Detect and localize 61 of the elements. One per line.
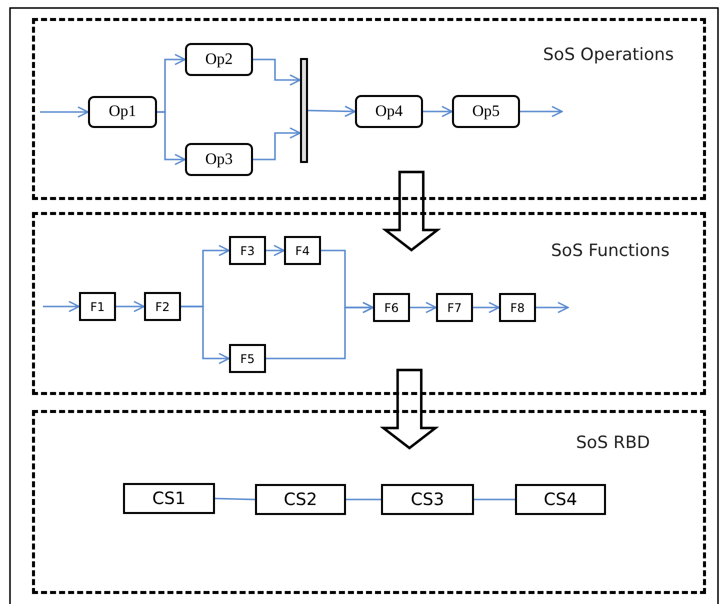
arrow: [520, 106, 563, 118]
operation-box: [452, 95, 520, 128]
dashed-panel: [32, 18, 706, 200]
box-label: F7: [447, 300, 462, 314]
arrow: [308, 106, 356, 118]
arrow: [423, 106, 453, 118]
box-label: F1: [90, 300, 105, 314]
function-box: [229, 236, 266, 265]
function-box: [79, 292, 116, 321]
box-label: Op5: [472, 102, 500, 120]
dashed-panel: [32, 410, 706, 594]
arrow: [253, 58, 301, 86]
box-label: F6: [384, 300, 399, 314]
function-box: [373, 293, 410, 322]
arrow: [266, 244, 285, 256]
connector-line: [346, 498, 381, 500]
sync-bar: [300, 58, 308, 163]
box-label: F5: [240, 352, 255, 366]
arrow: [116, 300, 145, 312]
box-label: Op2: [205, 50, 233, 68]
box-label: F3: [240, 244, 255, 258]
arrow: [157, 111, 186, 166]
arrow: [181, 306, 230, 364]
arrow: [40, 106, 89, 118]
panel-heading: SoS Functions: [551, 241, 670, 261]
operation-box: [185, 143, 253, 176]
connector-line: [214, 498, 256, 500]
panel-heading: SoS RBD: [576, 433, 650, 453]
box-label: F8: [510, 300, 525, 314]
component-box: [123, 483, 215, 514]
component-box: [381, 484, 474, 515]
block-arrow: [382, 170, 442, 252]
connector-line: [474, 498, 515, 500]
arrow: [410, 302, 437, 314]
arrow: [266, 302, 374, 360]
box-label: F4: [295, 244, 310, 258]
arrow: [536, 302, 569, 314]
block-arrow: [380, 368, 440, 450]
arrow: [473, 302, 500, 314]
dashed-panel: [32, 212, 706, 395]
component-box: [255, 484, 346, 515]
arrow: [43, 300, 80, 312]
operation-box: [355, 95, 423, 128]
arrow: [253, 127, 301, 160]
function-box: [436, 293, 473, 322]
operation-box: [185, 43, 253, 76]
box-label: F2: [155, 300, 170, 314]
function-box: [229, 344, 266, 373]
box-label: Op4: [375, 102, 403, 120]
component-box: [515, 484, 606, 515]
function-box: [499, 293, 536, 322]
box-label: Op1: [108, 103, 136, 121]
operation-box: [88, 96, 157, 128]
box-label: CS3: [410, 490, 444, 510]
function-box: [144, 292, 181, 321]
function-box: [284, 236, 321, 265]
box-label: CS1: [152, 488, 186, 508]
panel-heading: SoS Operations: [543, 45, 674, 65]
box-label: Op3: [205, 150, 233, 168]
box-label: CS2: [284, 490, 318, 510]
box-label: CS4: [544, 490, 578, 510]
